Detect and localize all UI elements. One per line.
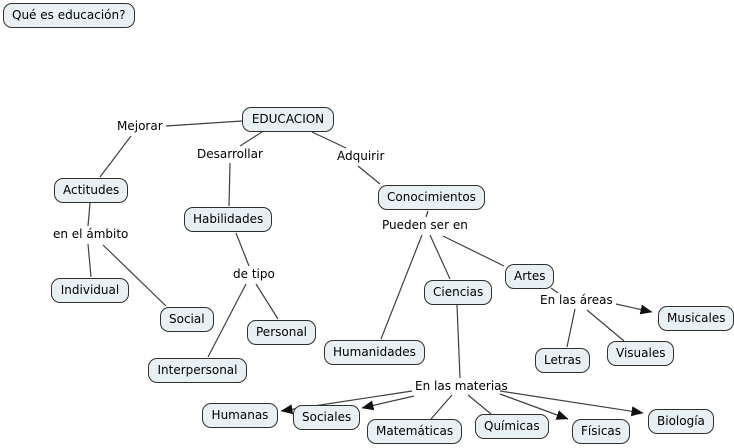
edge-en-el-ambito-social <box>102 244 167 307</box>
concept-node-actitudes[interactable]: Actitudes <box>54 178 129 203</box>
linking-phrase-pueden-ser-en[interactable]: Pueden ser en <box>382 218 468 232</box>
concept-node-question[interactable]: Qué es educación? <box>3 3 135 28</box>
concept-node-humanas[interactable]: Humanas <box>202 403 278 428</box>
concept-node-visuales[interactable]: Visuales <box>607 341 675 366</box>
edge-en-las-areas-letras <box>566 308 576 348</box>
edge-en-las-areas-visuales <box>586 309 625 342</box>
edge-educacion-desarrollar <box>239 131 263 147</box>
edge-mejorar-actitudes <box>99 135 132 178</box>
concept-node-interpersonal[interactable]: Interpersonal <box>148 358 247 383</box>
linking-phrase-en-el-ambito[interactable]: en el ámbito <box>53 227 129 241</box>
concept-node-matematicas[interactable]: Matemáticas <box>367 419 463 444</box>
concept-node-fisicas[interactable]: Físicas <box>572 419 631 444</box>
edge-en-el-ambito-individual <box>87 243 92 278</box>
edge-en-las-materias-sociales <box>361 395 415 411</box>
edge-conocimientos-pueden-ser-en <box>425 210 429 218</box>
concept-node-biologia[interactable]: Biología <box>648 409 714 434</box>
edge-ciencias-en-las-materias <box>456 304 461 379</box>
linking-phrase-en-las-materias[interactable]: En las materias <box>415 379 508 393</box>
linking-phrase-adquirir[interactable]: Adquirir <box>337 149 385 163</box>
edge-en-las-materias-matematicas <box>430 394 453 420</box>
concept-node-musicales[interactable]: Musicales <box>658 306 734 331</box>
linking-phrase-desarrollar[interactable]: Desarrollar <box>197 147 263 161</box>
concept-node-sociales[interactable]: Sociales <box>293 405 361 430</box>
edge-pueden-ser-en-artes <box>442 235 505 267</box>
edge-educacion-mejorar <box>165 120 243 127</box>
linking-phrase-de-tipo[interactable]: de tipo <box>233 267 275 281</box>
concept-node-personal[interactable]: Personal <box>247 320 317 345</box>
edge-en-las-materias-fisicas <box>499 393 569 420</box>
edge-de-tipo-interpersonal <box>207 283 247 358</box>
concept-node-quimicas[interactable]: Químicas <box>475 414 549 439</box>
edge-habilidades-de-tipo <box>235 232 250 267</box>
concept-node-conocimientos[interactable]: Conocimientos <box>378 185 485 210</box>
edge-pueden-ser-en-humanidades <box>380 234 423 340</box>
concept-node-habilidades[interactable]: Habilidades <box>184 207 273 232</box>
concept-node-artes[interactable]: Artes <box>505 264 555 289</box>
edge-de-tipo-personal <box>255 283 279 320</box>
edge-en-las-materias-biologia <box>499 390 644 417</box>
concept-node-ciencias[interactable]: Ciencias <box>424 280 493 305</box>
linking-phrase-en-las-areas[interactable]: En las áreas <box>540 293 613 307</box>
concept-node-humanidades[interactable]: Humanidades <box>324 340 425 365</box>
edge-educacion-adquirir <box>311 131 347 149</box>
edge-pueden-ser-en-ciencias <box>429 234 451 280</box>
concept-node-educacion[interactable]: EDUCACION <box>242 107 334 132</box>
concept-node-individual[interactable]: Individual <box>51 278 129 303</box>
concept-node-letras[interactable]: Letras <box>535 348 591 373</box>
edge-desarrollar-habilidades <box>228 162 231 207</box>
edge-actitudes-en-el-ambito <box>87 202 91 227</box>
concept-node-social[interactable]: Social <box>160 307 214 332</box>
edge-en-las-materias-quimicas <box>467 394 492 415</box>
linking-phrase-mejorar[interactable]: Mejorar <box>117 119 163 133</box>
edge-en-las-areas-musicales <box>615 303 653 315</box>
edge-adquirir-conocimientos <box>357 165 381 185</box>
edge-artes-en-las-areas <box>550 287 559 294</box>
